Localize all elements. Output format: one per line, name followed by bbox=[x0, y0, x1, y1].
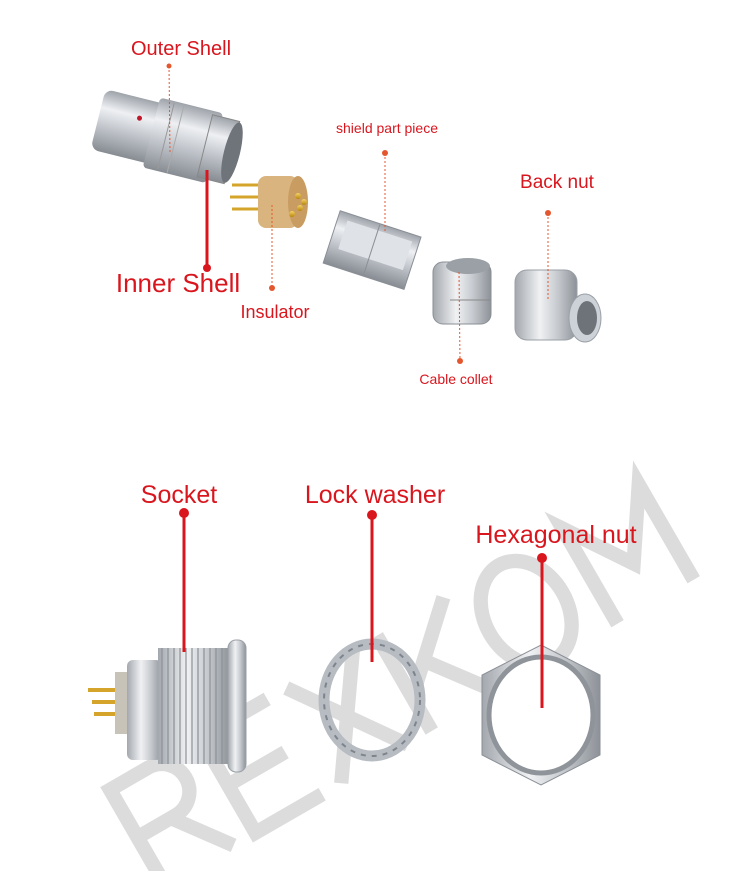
leader-lines bbox=[168, 65, 549, 362]
label-outer-shell: Outer Shell bbox=[130, 38, 232, 60]
shield-dot bbox=[382, 150, 388, 156]
socket-part bbox=[88, 639, 247, 773]
back-nut-dot bbox=[545, 210, 551, 216]
shield-part-piece bbox=[322, 210, 422, 290]
label-inner-shell: Inner Shell bbox=[115, 268, 241, 298]
cable-collet-part bbox=[432, 258, 492, 325]
inner-shell-dot bbox=[203, 264, 211, 272]
insulator-part bbox=[230, 176, 308, 228]
label-socket: Socket bbox=[140, 481, 218, 509]
socket-dot bbox=[179, 508, 189, 518]
hex-nut-dot bbox=[537, 553, 547, 563]
label-lock-washer: Lock washer bbox=[304, 481, 446, 509]
label-cable-collet: Cable collet bbox=[419, 371, 493, 387]
collet-dot bbox=[457, 358, 463, 364]
label-shield-part-piece: shield part piece bbox=[336, 120, 438, 136]
outer-shell-part bbox=[92, 90, 243, 185]
label-hexagonal-nut: Hexagonal nut bbox=[475, 521, 637, 549]
outer-shell-dot bbox=[166, 63, 172, 69]
label-insulator: Insulator bbox=[240, 302, 310, 322]
back-nut-part bbox=[514, 269, 602, 343]
lock-washer-dot bbox=[367, 510, 377, 520]
label-back-nut: Back nut bbox=[520, 172, 594, 193]
insulator-dot bbox=[269, 285, 275, 291]
